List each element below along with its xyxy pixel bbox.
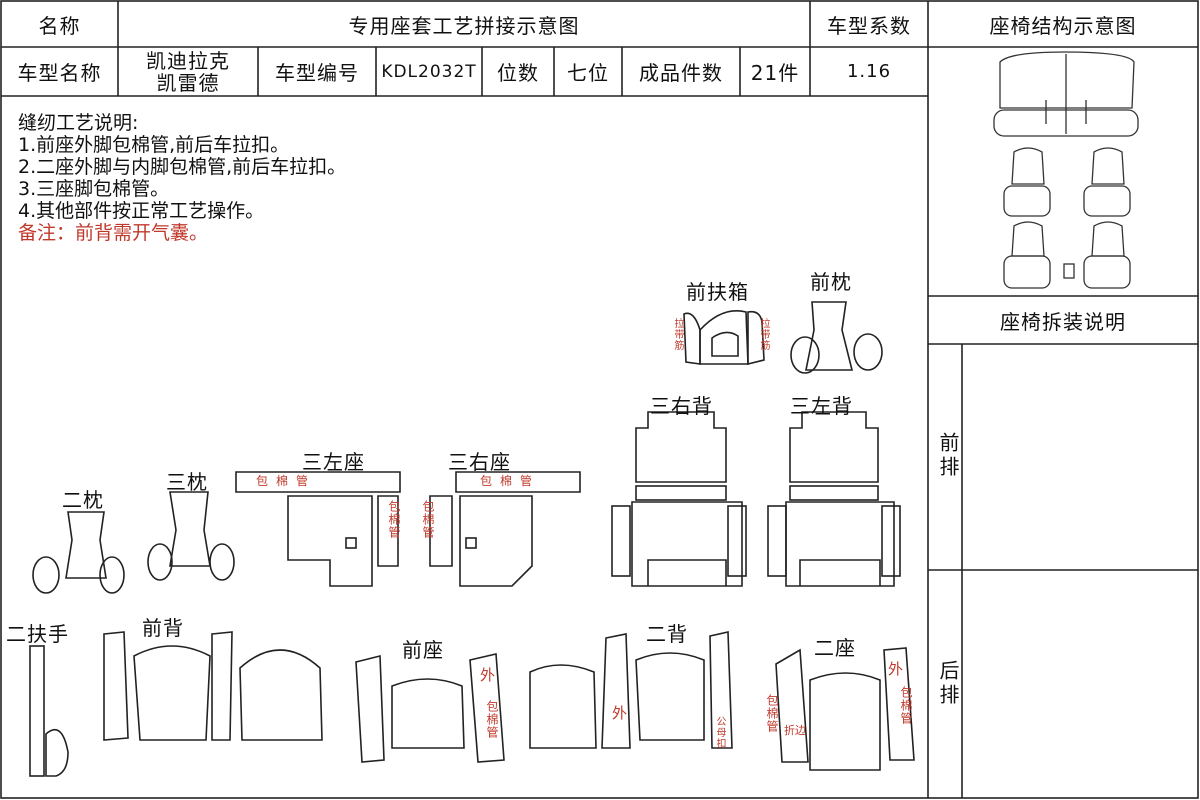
seats-value: 七位 [567, 61, 609, 85]
second-headrest-piece [65, 511, 107, 579]
front-seat-piece [355, 654, 385, 763]
note-buckle: 公母扣 [714, 716, 725, 749]
third-headrest-piece [169, 491, 211, 567]
pieces-label: 成品件数 [639, 61, 723, 85]
model-code-value: KDL2032T [381, 61, 477, 82]
label-third-right-back: 三右背 [650, 394, 713, 418]
note-item: 2.二座外脚与内脚包棉管,前后车拉扣。 [18, 156, 347, 178]
note-cotton-tube: 包棉管 [256, 474, 317, 488]
model-name-line1: 凯迪拉克 [146, 48, 230, 73]
note-pull-strap: 拉带筋 [672, 318, 683, 351]
name-label: 名称 [38, 13, 81, 38]
label-third-headrest: 三枕 [166, 470, 208, 494]
front-back-piece [103, 631, 129, 741]
model-name-line2: 凯雷德 [156, 70, 220, 95]
note-item: 1.前座外脚包棉管,前后车拉扣。 [18, 134, 290, 156]
note-cotton-tube: 包棉管 [765, 694, 779, 733]
notes-remark: 备注：前背需开气囊。 [18, 222, 209, 244]
rear-row-label: 后排 [936, 660, 960, 708]
label-front-seat: 前座 [402, 638, 444, 662]
structure-title: 座椅结构示意图 [989, 13, 1137, 38]
seats-label: 位数 [497, 61, 539, 85]
second-seat-piece [775, 648, 809, 763]
note-cotton-tube: 包棉管 [485, 700, 499, 739]
model-code-label: 车型编号 [275, 61, 359, 85]
note-outer: 外 [888, 660, 904, 678]
seat-structure-thumbnail [993, 51, 1139, 289]
note-item: 4.其他部件按正常工艺操作。 [18, 200, 265, 222]
label-third-left-seat: 三左座 [302, 450, 365, 474]
label-front-headrest: 前枕 [810, 270, 852, 294]
third-right-back-piece [635, 411, 727, 483]
second-back-piece [529, 664, 597, 749]
label-front-armrest-box: 前扶箱 [686, 280, 749, 304]
note-cotton-tube: 包棉管 [480, 474, 541, 488]
notes-heading: 缝纫工艺说明: [18, 112, 139, 134]
label-second-seat: 二座 [814, 636, 856, 660]
page-title: 专用座套工艺拼接示意图 [348, 13, 580, 38]
note-cotton-tube: 包棉管 [387, 500, 401, 539]
disassembly-title: 座椅拆装说明 [1000, 309, 1126, 334]
note-outer: 外 [480, 666, 496, 684]
label-second-headrest: 二枕 [62, 488, 104, 512]
third-left-seat-piece [235, 471, 401, 493]
label-second-back: 二背 [646, 622, 688, 646]
front-armrest-box-piece [699, 310, 749, 365]
note-cotton-tube: 包棉管 [421, 500, 435, 539]
third-right-seat-piece [455, 471, 581, 493]
third-left-back-piece [789, 411, 879, 483]
pieces-value: 21件 [750, 61, 800, 85]
note-cotton-tube: 包棉管 [899, 686, 913, 725]
label-second-armrest: 二扶手 [6, 622, 69, 646]
coefficient-value: 1.16 [846, 61, 892, 82]
note-outer: 外 [612, 704, 628, 722]
label-front-back: 前背 [142, 616, 184, 640]
note-fold-edge: 折边 [784, 724, 806, 737]
model-name-value: 凯迪拉克 凯雷德 [118, 47, 258, 96]
note-pull-strap: 拉带筋 [758, 318, 769, 351]
sewing-notes: 缝纫工艺说明: 1.前座外脚包棉管,前后车拉扣。 2.二座外脚与内脚包棉管,前后… [18, 112, 346, 244]
model-name-label: 车型名称 [17, 61, 102, 85]
label-third-left-back: 三左背 [790, 394, 853, 418]
note-item: 3.三座脚包棉管。 [18, 178, 170, 200]
front-row-label: 前排 [936, 432, 960, 480]
front-headrest-piece [805, 301, 854, 371]
label-third-right-seat: 三右座 [448, 450, 511, 474]
coefficient-label: 车型系数 [827, 13, 911, 38]
second-armrest-piece [29, 645, 45, 777]
